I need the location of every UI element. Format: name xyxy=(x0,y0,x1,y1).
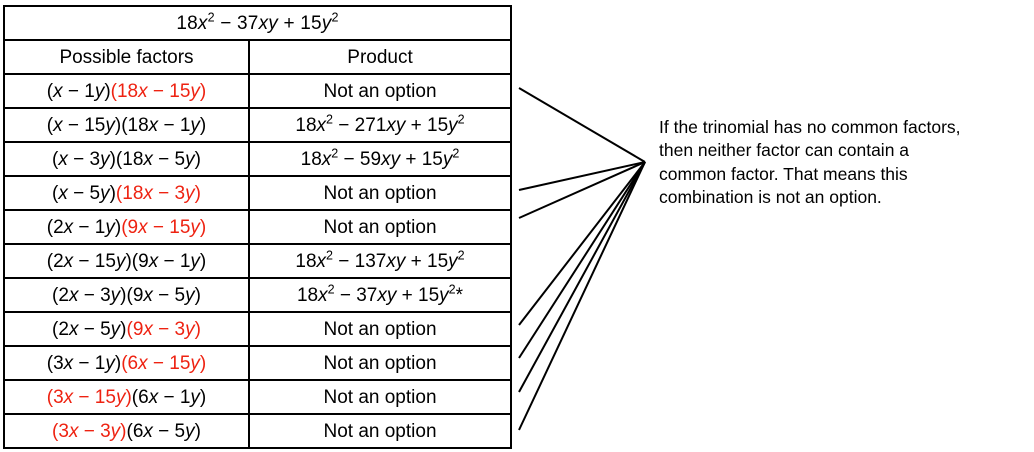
cell-product-not-an-option: Not an option xyxy=(247,413,513,449)
table-row: (2x − 1y)(9x − 15y)Not an option xyxy=(3,209,513,245)
column-header-possible-factors: Possible factors xyxy=(3,39,250,75)
cell-product: 18x2 − 37xy + 15y2* xyxy=(247,277,513,313)
cell-product-not-an-option: Not an option xyxy=(247,345,513,381)
title-var1: x xyxy=(197,12,208,34)
factor-red: (3x − 3y) xyxy=(52,420,127,442)
callout-annotation: If the trinomial has no common factors, t… xyxy=(659,116,1031,209)
factor-black: (3x − 1y) xyxy=(46,352,122,374)
table-row: (x − 3y)(18x − 5y) 18x2 − 59xy + 15y2 xyxy=(3,141,513,177)
trinomial-title: 18x2 − 37xy + 15y2 xyxy=(2,5,513,41)
table-row: (3x − 1y)(6x − 15y)Not an option xyxy=(3,345,513,381)
title-op2: + xyxy=(283,12,295,34)
title-var3: y xyxy=(321,12,332,34)
factor-black: (x − 3y)(18x − 5y) xyxy=(52,148,201,170)
title-coef2: 37 xyxy=(237,12,259,34)
table-row: (3x − 15y)(6x − 1y)Not an option xyxy=(3,379,513,415)
callout-line: common factor. That means this xyxy=(659,163,908,184)
table-header-row: Possible factors Product xyxy=(3,39,513,75)
cell-possible-factors: (x − 1y)(18x − 15y) xyxy=(3,73,250,109)
cell-possible-factors: (3x − 1y)(6x − 15y) xyxy=(3,345,250,381)
factor-black: (2x − 15y)(9x − 1y) xyxy=(46,250,207,272)
factor-black: (x − 15y)(18x − 1y) xyxy=(46,114,207,136)
factor-red: (18x − 15y) xyxy=(110,80,207,102)
factor-red: (9x − 3y) xyxy=(126,318,201,340)
table-row: (2x − 15y)(9x − 1y) 18x2 − 137xy + 15y2 xyxy=(3,243,513,279)
title-var2: xy xyxy=(258,12,278,34)
table-row: (2x − 5y)(9x − 3y)Not an option xyxy=(3,311,513,347)
factor-black: (6x − 1y) xyxy=(131,386,207,408)
leader-line xyxy=(518,161,646,219)
title-coef1: 18 xyxy=(176,12,198,34)
table-title-row: 18x2 − 37xy + 15y2 xyxy=(2,5,513,41)
factor-black: (2x − 5y) xyxy=(52,318,127,340)
cell-possible-factors: (3x − 15y)(6x − 1y) xyxy=(3,379,250,415)
factor-black: (x − 1y) xyxy=(46,80,111,102)
factor-black: (2x − 3y)(9x − 5y) xyxy=(52,284,201,306)
cell-product: 18x2 − 137xy + 15y2 xyxy=(247,243,513,279)
table-row: (x − 15y)(18x − 1y) 18x2 − 271xy + 15y2 xyxy=(3,107,513,143)
cell-possible-factors: (2x − 1y)(9x − 15y) xyxy=(3,209,250,245)
leader-line xyxy=(518,161,646,359)
factor-black: (x − 5y) xyxy=(52,182,116,204)
leader-line xyxy=(518,161,646,431)
title-exp1: 2 xyxy=(207,10,215,25)
factor-black: (2x − 1y) xyxy=(46,216,122,238)
factor-red: (3x − 15y) xyxy=(46,386,132,408)
leader-line xyxy=(518,161,646,326)
cell-possible-factors: (x − 15y)(18x − 1y) xyxy=(3,107,250,143)
cell-possible-factors: (2x − 15y)(9x − 1y) xyxy=(3,243,250,279)
leader-line xyxy=(518,161,646,393)
leader-line xyxy=(518,161,646,191)
cell-product-not-an-option: Not an option xyxy=(247,209,513,245)
possible-factors-table: 18x2 − 37xy + 15y2 Possible factors Prod… xyxy=(2,5,513,449)
title-exp3: 2 xyxy=(331,10,339,25)
table-row: (3x − 3y)(6x − 5y)Not an option xyxy=(3,413,513,449)
callout-line: then neither factor can contain a xyxy=(659,140,910,161)
table-row: (x − 1y)(18x − 15y)Not an option xyxy=(3,73,513,109)
callout-line: combination is not an option. xyxy=(659,186,882,207)
cell-product-not-an-option: Not an option xyxy=(247,311,513,347)
title-op1: − xyxy=(220,12,232,34)
cell-product-not-an-option: Not an option xyxy=(247,379,513,415)
column-header-product: Product xyxy=(247,39,513,75)
cell-possible-factors: (3x − 3y)(6x − 5y) xyxy=(3,413,250,449)
factor-red: (9x − 15y) xyxy=(121,216,207,238)
table-row: (x − 5y)(18x − 3y)Not an option xyxy=(3,175,513,211)
factor-red: (18x − 3y) xyxy=(115,182,201,204)
cell-product-not-an-option: Not an option xyxy=(247,175,513,211)
table-row: (2x − 3y)(9x − 5y) 18x2 − 37xy + 15y2* xyxy=(3,277,513,313)
cell-possible-factors: (2x − 3y)(9x − 5y) xyxy=(3,277,250,313)
cell-possible-factors: (x − 5y)(18x − 3y) xyxy=(3,175,250,211)
leader-line xyxy=(518,87,646,163)
cell-product: 18x2 − 271xy + 15y2 xyxy=(247,107,513,143)
cell-product-not-an-option: Not an option xyxy=(247,73,513,109)
factor-black: (6x − 5y) xyxy=(126,420,201,442)
cell-possible-factors: (2x − 5y)(9x − 3y) xyxy=(3,311,250,347)
cell-product: 18x2 − 59xy + 15y2 xyxy=(247,141,513,177)
callout-line: If the trinomial has no common factors, xyxy=(659,117,961,137)
factor-red: (6x − 15y) xyxy=(121,352,207,374)
title-coef3: 15 xyxy=(300,12,322,34)
cell-possible-factors: (x − 3y)(18x − 5y) xyxy=(3,141,250,177)
